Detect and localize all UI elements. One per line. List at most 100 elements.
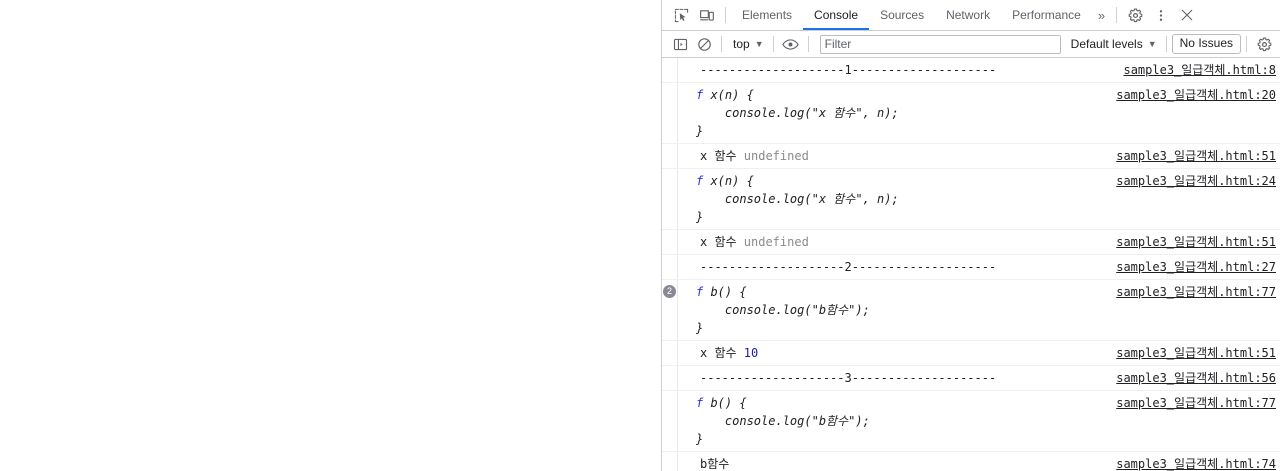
tab-elements[interactable]: Elements [731,0,803,30]
repeat-count-badge: 2 [663,285,676,298]
message-gutter [662,366,678,390]
tab-performance-label: Performance [1012,8,1081,22]
source-link[interactable]: sample3_일급객체.html:77 [1116,396,1276,410]
toolbar-divider-3 [807,36,809,52]
function-keyword-glyph: f [696,396,704,410]
console-message[interactable]: x 함수 undefined sample3_일급객체.html:51 [662,230,1280,255]
function-signature: b() { [703,285,747,299]
console-message[interactable]: b함수 sample3_일급객체.html:74 [662,452,1280,471]
console-message[interactable]: f x(n) { console.log("x 함수", n); } sampl… [662,169,1280,230]
message-text: x 함수 undefined [678,144,1106,168]
message-value: 10 [743,346,759,360]
function-body-line: console.log("x 함수", n); [696,192,899,206]
close-icon[interactable] [1174,2,1200,28]
device-toolbar-icon[interactable] [694,2,720,28]
message-gutter [662,169,678,229]
console-sidebar-toggle-icon[interactable] [668,33,692,55]
execution-context-value: top [733,37,750,51]
message-gutter [662,341,678,365]
function-close-brace: } [696,124,704,138]
console-message-list[interactable]: --------------------1-------------------… [662,58,1280,471]
tabbar-divider-1 [725,7,726,23]
message-text: x 함수 10 [678,341,1106,365]
toolbar-divider-5 [1246,36,1247,52]
source-link[interactable]: sample3_일급객체.html:56 [1116,371,1276,385]
function-keyword-glyph: f [696,88,704,102]
message-text: f x(n) { console.log("x 함수", n); } [678,169,1106,229]
log-levels-label: Default levels [1070,37,1143,51]
tab-elements-label: Elements [742,8,793,22]
console-message[interactable]: --------------------1-------------------… [662,58,1280,83]
chevron-down-icon: ▼ [1147,39,1157,49]
message-gutter [662,391,678,451]
message-text: x 함수 undefined [678,230,1106,254]
source-link[interactable]: sample3_일급객체.html:20 [1116,88,1276,102]
function-keyword-glyph: f [696,285,704,299]
console-message[interactable]: --------------------2-------------------… [662,255,1280,280]
more-tabs-icon[interactable]: » [1097,7,1106,23]
message-gutter [662,230,678,254]
message-gutter [662,83,678,143]
console-toolbar: top ▼ Default levels ▼ No Issues [662,31,1280,58]
console-message[interactable]: f b() { console.log("b함수"); } sample3_일급… [662,391,1280,452]
gear-icon[interactable] [1122,2,1148,28]
function-signature: b() { [703,396,747,410]
console-message[interactable]: 2 f b() { console.log("b함수"); } sample3_… [662,280,1280,341]
source-link[interactable]: sample3_일급객체.html:51 [1116,235,1276,249]
console-message[interactable]: x 함수 undefined sample3_일급객체.html:51 [662,144,1280,169]
message-value: undefined [743,149,809,163]
message-text: --------------------2-------------------… [700,260,997,274]
web-page-viewport [0,0,661,471]
toolbar-divider-4 [1165,36,1167,52]
inspect-element-icon[interactable] [668,2,694,28]
function-close-brace: } [696,321,704,335]
filter-input[interactable] [819,34,1061,54]
message-prefix: x 함수 [700,149,744,163]
message-text: --------------------1-------------------… [700,63,997,77]
source-link[interactable]: sample3_일급객체.html:8 [1123,63,1276,77]
tab-sources[interactable]: Sources [869,0,935,30]
source-link[interactable]: sample3_일급객체.html:51 [1116,346,1276,360]
eye-icon[interactable] [779,33,803,55]
message-text: --------------------3-------------------… [700,371,997,385]
source-link[interactable]: sample3_일급객체.html:24 [1116,174,1276,188]
execution-context-dropdown[interactable]: top ▼ [727,33,768,55]
tab-sources-label: Sources [880,8,925,22]
message-gutter: 2 [662,280,678,340]
function-signature: x(n) { [703,88,754,102]
tab-performance[interactable]: Performance [1001,0,1092,30]
message-prefix: x 함수 [700,235,744,249]
devtools-panel: Elements Console Sources Network Perform… [661,0,1280,471]
issues-button[interactable]: No Issues [1171,34,1241,54]
kebab-menu-icon[interactable] [1148,2,1174,28]
toolbar-divider-1 [721,36,722,52]
function-close-brace: } [696,210,704,224]
log-levels-dropdown[interactable]: Default levels ▼ [1067,33,1161,55]
source-link[interactable]: sample3_일급객체.html:74 [1116,457,1276,471]
source-link[interactable]: sample3_일급객체.html:77 [1116,285,1276,299]
message-gutter [662,255,678,279]
message-text: f x(n) { console.log("x 함수", n); } [678,83,1106,143]
message-gutter [662,144,678,168]
message-text: b함수 [700,457,730,471]
message-prefix: x 함수 [700,346,744,360]
toolbar-divider-2 [772,36,774,52]
console-message[interactable]: --------------------3-------------------… [662,366,1280,391]
tab-console-label: Console [814,8,859,22]
tab-console[interactable]: Console [803,0,870,30]
console-settings-gear-icon[interactable] [1252,33,1276,55]
function-body-line: console.log("b함수"); [696,303,870,317]
clear-console-icon[interactable] [692,33,716,55]
function-close-brace: } [696,432,704,446]
message-value: undefined [743,235,809,249]
chevron-down-icon: ▼ [754,39,764,49]
source-link[interactable]: sample3_일급객체.html:51 [1116,149,1276,163]
function-body-line: console.log("x 함수", n); [696,106,899,120]
tab-network[interactable]: Network [935,0,1001,30]
function-keyword-glyph: f [696,174,704,188]
message-text: f b() { console.log("b함수"); } [678,280,1106,340]
console-message[interactable]: x 함수 10 sample3_일급객체.html:51 [662,341,1280,366]
console-message[interactable]: f x(n) { console.log("x 함수", n); } sampl… [662,83,1280,144]
source-link[interactable]: sample3_일급객체.html:27 [1116,260,1276,274]
